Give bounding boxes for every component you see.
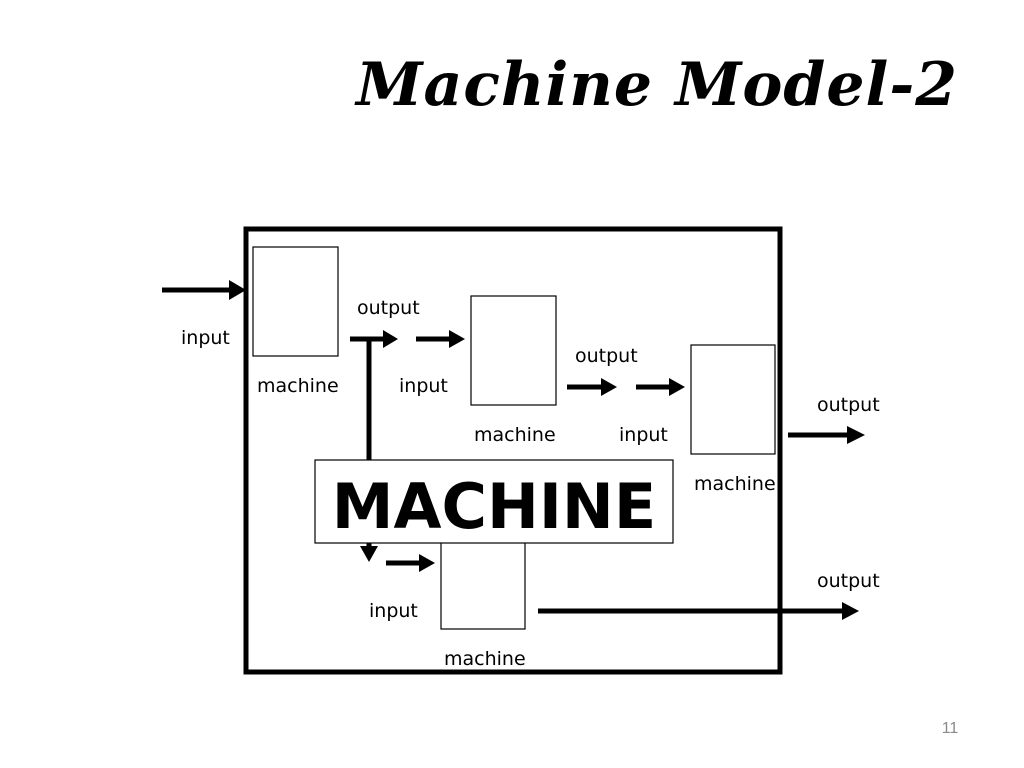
machine-label-box xyxy=(314,459,674,544)
arrow-input-3 xyxy=(636,378,685,396)
machine-label: MACHINE xyxy=(332,470,656,543)
output-label-3: output xyxy=(817,394,880,416)
input-label-2: input xyxy=(399,375,448,397)
machine-label-1: machine xyxy=(257,375,339,397)
machine-box-2 xyxy=(470,295,557,406)
arrow-output-2 xyxy=(567,378,617,396)
output-label-1: output xyxy=(357,297,420,319)
arrow-input-2 xyxy=(416,330,465,348)
input-label-main: input xyxy=(181,327,230,349)
machine-label-3: machine xyxy=(694,473,776,495)
arrow-input-4 xyxy=(386,554,435,572)
machine-label-2: machine xyxy=(474,424,556,446)
arrow-output-3 xyxy=(788,426,865,444)
input-label-3: input xyxy=(619,424,668,446)
arrow-input-main xyxy=(162,280,246,300)
output-label-2: output xyxy=(575,345,638,367)
arrow-output-1 xyxy=(350,330,398,348)
machine-box-1 xyxy=(252,246,339,357)
slide-number: 11 xyxy=(941,720,959,737)
slide-title: Machine Model-2 xyxy=(356,50,958,120)
output-label-4: output xyxy=(817,570,880,592)
machine-label-4: machine xyxy=(444,648,526,670)
machine-box-3 xyxy=(690,344,776,455)
input-label-4: input xyxy=(369,600,418,622)
arrow-output-4 xyxy=(538,602,859,620)
outer-machine-frame xyxy=(243,226,783,675)
